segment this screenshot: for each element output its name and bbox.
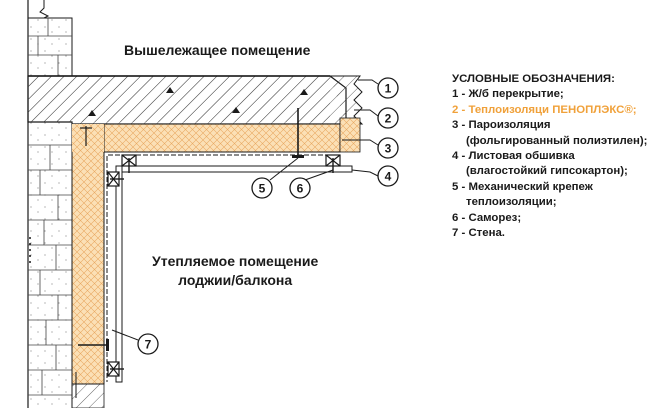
- callout-5: 5: [251, 177, 273, 199]
- callout-3: 3: [377, 137, 399, 159]
- brick-wall: [27, 0, 73, 408]
- legend-title: УСЛОВНЫЕ ОБОЗНАЧЕНИЯ:: [452, 73, 615, 85]
- insulated-room-label-line2: лоджии/балкона: [178, 272, 293, 288]
- legend-item-5: 5 - Механический крепеж: [452, 180, 593, 193]
- insulated-room-label-line1: Утепляемое помещение: [152, 253, 319, 269]
- room-above-label: Вышележащее помещение: [124, 42, 311, 58]
- legend-item-1: 1 - Ж/б перекрытие;: [452, 88, 564, 101]
- callout-2: 2: [377, 107, 399, 129]
- callout-6-number: 6: [297, 182, 304, 196]
- callout-2-number: 2: [385, 112, 392, 126]
- callout-6: 6: [289, 177, 311, 199]
- legend-item-4: 4 - Листовая обшивка: [452, 150, 575, 163]
- wall-lower-detail: [71, 372, 105, 409]
- insulation-penoplex: [71, 117, 361, 385]
- callout-7-number: 7: [145, 338, 152, 352]
- callout-1: 1: [377, 77, 399, 99]
- callout-3-number: 3: [385, 142, 392, 156]
- legend-item-2: 2 - Теплоизоляци ПЕНОПЛЭКС®;: [452, 103, 637, 116]
- leader-lines: [111, 79, 379, 341]
- gypsum-sheathing: [115, 165, 353, 383]
- legend-item-4-line2: (влагостойкий гипсокартон);: [466, 165, 628, 178]
- concrete-slab: [27, 75, 364, 125]
- insulated-room-label: Утепляемое помещение лоджии/балкона: [152, 252, 318, 290]
- legend-item-7: 7 - Стена.: [452, 227, 505, 240]
- callout-4: 4: [377, 165, 399, 187]
- callout-7: 7: [137, 333, 159, 355]
- legend-item-5-line2: теплоизоляции;: [466, 196, 557, 209]
- screws: [110, 158, 334, 370]
- legend-item-3: 3 - Пароизоляция: [452, 119, 551, 132]
- callout-1-number: 1: [385, 82, 392, 96]
- callout-5-number: 5: [259, 182, 266, 196]
- legend-item-6: 6 - Саморез;: [452, 211, 522, 224]
- legend-item-3-line2: (фольгированный полиэтилен);: [466, 134, 648, 147]
- mechanical-fasteners: [78, 108, 304, 351]
- callout-4-number: 4: [385, 170, 392, 184]
- legend: УСЛОВНЫЕ ОБОЗНАЧЕНИЯ: 1 - Ж/б перекрытие…: [452, 72, 647, 241]
